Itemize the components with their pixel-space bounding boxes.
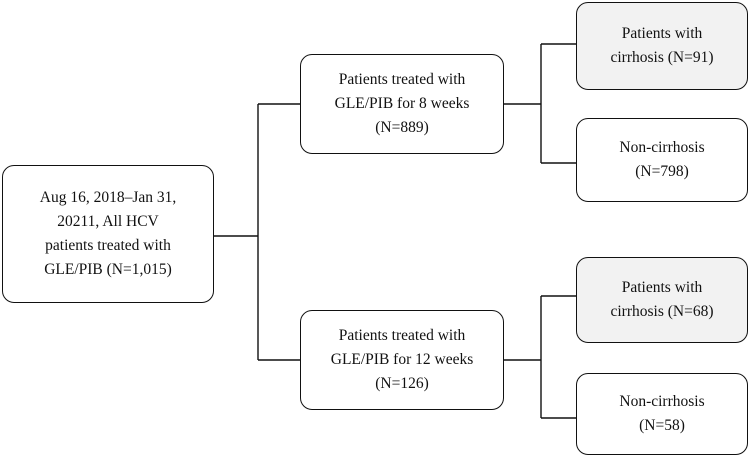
node-8-week-treatment: Patients treated with GLE/PIB for 8 week…: [300, 54, 504, 154]
node-8-week-text: Patients treated with GLE/PIB for 8 week…: [334, 71, 470, 136]
node-12-week-text: Patients treated with GLE/PIB for 12 wee…: [330, 327, 474, 392]
leaf-12-week-cirrhosis-text: Patients with cirrhosis (N=68): [610, 279, 714, 320]
leaf-8-week-cirrhosis: Patients with cirrhosis (N=91): [576, 2, 748, 90]
node-12-week-treatment: Patients treated with GLE/PIB for 12 wee…: [300, 310, 504, 410]
leaf-12-week-cirrhosis: Patients with cirrhosis (N=68): [576, 257, 748, 343]
leaf-12-week-non-cirrhosis: Non-cirrhosis (N=58): [576, 373, 748, 455]
leaf-8-week-non-cirrhosis: Non-cirrhosis (N=798): [576, 118, 748, 202]
leaf-8-week-non-cirrhosis-text: Non-cirrhosis (N=798): [619, 139, 705, 180]
root-node-text: Aug 16, 2018–Jan 31, 20211, All HCV pati…: [39, 189, 177, 278]
leaf-8-week-cirrhosis-text: Patients with cirrhosis (N=91): [610, 25, 714, 66]
root-node-all-hcv-patients: Aug 16, 2018–Jan 31, 20211, All HCV pati…: [2, 165, 214, 303]
leaf-12-week-non-cirrhosis-text: Non-cirrhosis (N=58): [619, 393, 705, 434]
